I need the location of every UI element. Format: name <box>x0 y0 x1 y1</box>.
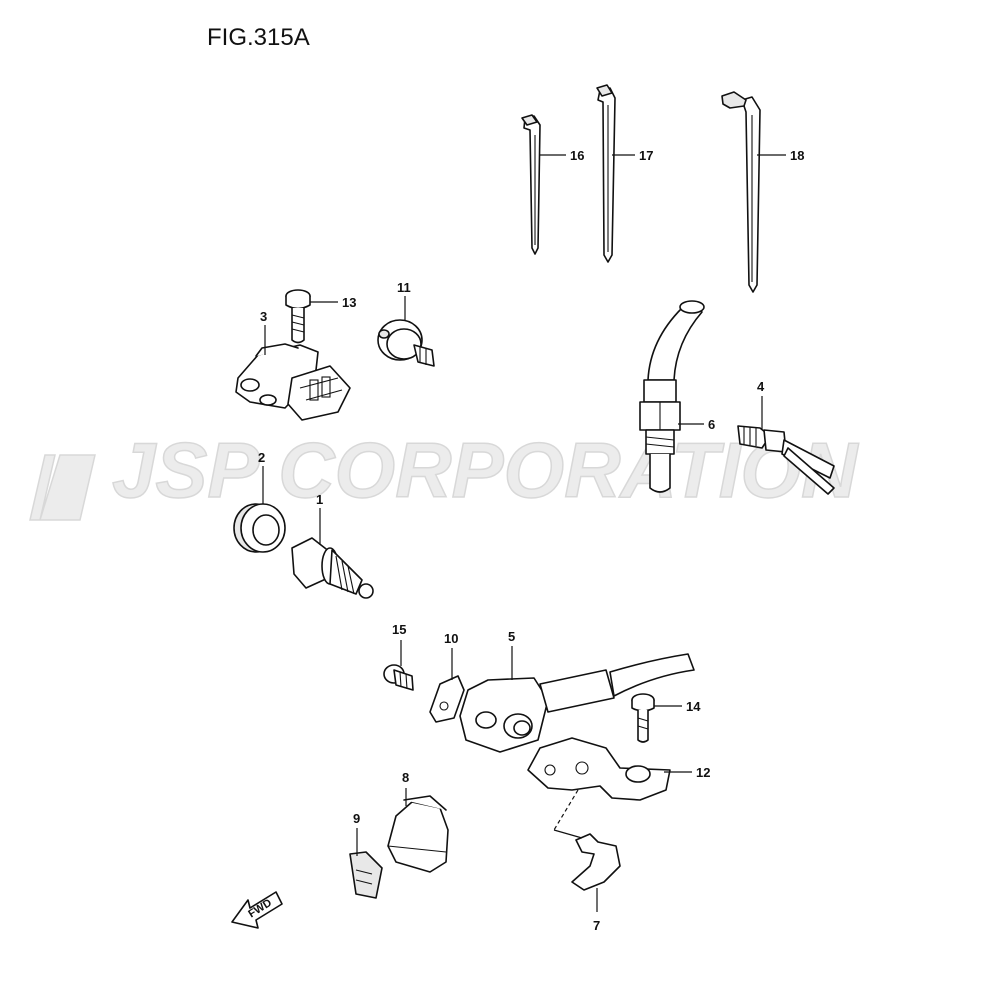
callout-15[interactable]: 15 <box>392 622 406 637</box>
clip-7[interactable] <box>571 833 621 891</box>
callouts: 16 17 18 13 11 3 6 4 2 1 15 10 5 14 12 8… <box>258 148 804 933</box>
sleeve-8[interactable] <box>387 795 449 873</box>
callout-13[interactable]: 13 <box>342 295 356 310</box>
leader-lines <box>262 154 786 912</box>
callout-16[interactable]: 16 <box>570 148 584 163</box>
cable-tie-17[interactable] <box>596 84 616 263</box>
cable-tie-16[interactable] <box>521 114 541 255</box>
knock-sensor-11[interactable] <box>377 319 435 367</box>
clip-9[interactable] <box>349 851 383 899</box>
callout-3[interactable]: 3 <box>260 309 267 324</box>
callout-17[interactable]: 17 <box>639 148 653 163</box>
callout-4[interactable]: 4 <box>757 379 765 394</box>
o2-sensor-6[interactable] <box>639 300 705 493</box>
callout-12[interactable]: 12 <box>696 765 710 780</box>
cable-tie-18[interactable] <box>721 91 761 293</box>
grommet-2[interactable] <box>233 503 286 553</box>
callout-2[interactable]: 2 <box>258 450 265 465</box>
bracket-12[interactable] <box>527 737 671 801</box>
crank-sensor-5[interactable] <box>459 653 695 753</box>
map-sensor-3[interactable] <box>235 343 351 421</box>
callout-7[interactable]: 7 <box>593 918 600 933</box>
bolt-14[interactable] <box>631 693 655 743</box>
callout-5[interactable]: 5 <box>508 629 515 644</box>
bolt-13[interactable] <box>285 289 311 344</box>
callout-18[interactable]: 18 <box>790 148 804 163</box>
callout-1[interactable]: 1 <box>316 492 323 507</box>
screw-15[interactable] <box>383 664 414 691</box>
sensor-1[interactable] <box>291 537 374 599</box>
plate-10[interactable] <box>429 675 465 723</box>
callout-6[interactable]: 6 <box>708 417 715 432</box>
watermark: JSP CORPORATION <box>29 425 860 521</box>
callout-10[interactable]: 10 <box>444 631 458 646</box>
callout-9[interactable]: 9 <box>353 811 360 826</box>
callout-14[interactable]: 14 <box>686 699 701 714</box>
temp-sensor-4[interactable] <box>737 425 835 495</box>
watermark-logo <box>29 454 96 521</box>
figure-title: FIG.315A <box>207 24 310 51</box>
callout-11[interactable]: 11 <box>397 280 411 295</box>
fwd-arrow: FWD <box>231 891 283 929</box>
watermark-text: JSP CORPORATION <box>112 426 859 514</box>
callout-8[interactable]: 8 <box>402 770 409 785</box>
